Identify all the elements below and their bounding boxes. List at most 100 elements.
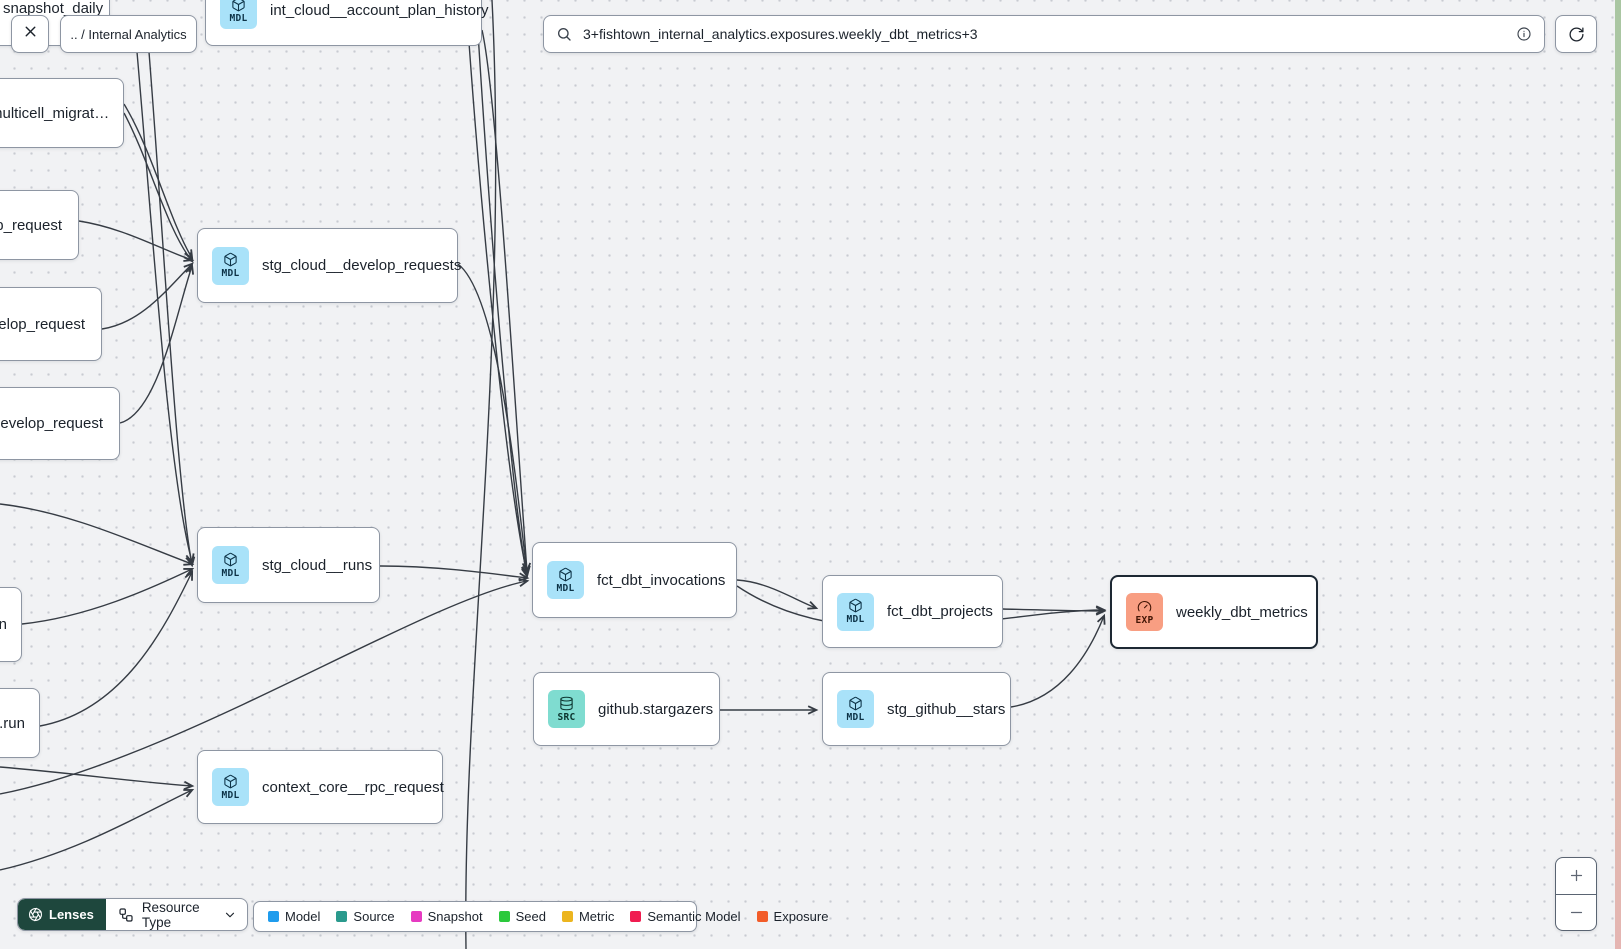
lineage-edge: [101, 262, 194, 330]
lineage-edge: [21, 567, 195, 625]
lineage-edge: [136, 51, 195, 565]
legend-swatch: [268, 911, 279, 922]
legend-item-snapshot: Snapshot: [410, 909, 483, 924]
legend-label: Source: [353, 909, 395, 924]
legend-item-seed: Seed: [498, 909, 546, 924]
node-label: fct_dbt_invocations: [597, 571, 726, 589]
source-database-icon: [559, 696, 574, 711]
node-label: github.stargazers: [598, 700, 714, 718]
node-label: .develop_request: [0, 415, 103, 432]
node-type-label: MDL: [846, 614, 865, 626]
lineage-edge: [481, 29, 532, 574]
node-label: p_request: [0, 216, 62, 234]
node-velop_request[interactable]: velop_request: [0, 287, 102, 361]
lineage-edge: [0, 766, 195, 791]
legend-item-source: Source: [336, 909, 395, 924]
zoom-in-button[interactable]: [1556, 858, 1596, 894]
lineage-edge: [379, 565, 530, 582]
node-n_node[interactable]: n: [0, 587, 22, 662]
model-cube-icon: [558, 567, 573, 582]
lineage-edge: [1010, 613, 1106, 708]
lineage-edge: [736, 579, 819, 610]
lineage-edge: [119, 263, 195, 424]
legend-label: Exposure: [773, 909, 829, 924]
legend-swatch: [756, 911, 768, 922]
node-type-badge: MDL: [212, 546, 249, 584]
node-type-label: MDL: [221, 268, 240, 280]
node-context_core__rpc_request[interactable]: MDL context_core__rpc_request: [197, 750, 444, 824]
legend-swatch: [336, 911, 348, 922]
legend-swatch: [561, 911, 573, 922]
legend-item-exposure: Exposure: [756, 909, 829, 924]
lineage-edge: [475, 0, 531, 579]
node-p_request[interactable]: p_request: [0, 190, 79, 260]
legend-label: Metric: [578, 909, 615, 924]
node-label: stg_cloud__develop_requests: [262, 257, 462, 274]
lineage-edge: [1002, 606, 1107, 616]
lineage-edge: [78, 220, 195, 262]
node-type-badge: MDL: [212, 768, 249, 806]
breadcrumb-label: .. / Internal Analytics: [70, 26, 187, 42]
info-icon[interactable]: [1516, 26, 1532, 42]
breadcrumb[interactable]: .. / Internal Analytics: [60, 15, 197, 53]
lenses-button[interactable]: Lenses: [18, 899, 106, 930]
model-cube-icon: [223, 552, 238, 567]
legend-label: Snapshot: [427, 909, 483, 924]
legend-item-model: Model: [268, 909, 320, 924]
node-stg_cloud__develop_requests[interactable]: MDL stg_cloud__develop_requests: [197, 228, 462, 303]
exposure-gauge-icon: [1137, 599, 1152, 614]
node-label: stg_cloud__runs: [262, 556, 373, 574]
resource-type-dropdown[interactable]: Resource Type: [106, 899, 247, 930]
node-stg_github__stars[interactable]: MDL stg_github__stars: [822, 672, 1011, 746]
refresh-button[interactable]: [1555, 15, 1597, 53]
node-develop_request[interactable]: .develop_request: [0, 387, 120, 460]
node-type-badge: MDL: [547, 561, 584, 599]
close-button[interactable]: [11, 15, 49, 53]
node-fct_dbt_invocations[interactable]: MDL fct_dbt_invocations: [532, 542, 737, 618]
refresh-icon: [1568, 26, 1585, 43]
node-multicell_migrat[interactable]: multicell_migrat…: [0, 78, 124, 148]
node-type-badge: SRC: [548, 690, 585, 728]
node-fct_dbt_projects[interactable]: MDL fct_dbt_projects: [822, 575, 1003, 648]
model-cube-icon: [848, 598, 863, 613]
close-icon: [22, 23, 39, 45]
lineage-edge: [457, 263, 531, 577]
legend-swatch: [630, 911, 642, 922]
node-type-label: MDL: [846, 711, 865, 723]
search-input[interactable]: [581, 25, 1507, 43]
resource-type-label: Resource Type: [141, 899, 200, 930]
node-stg_cloud__runs[interactable]: MDL stg_cloud__runs: [197, 527, 380, 603]
lineage-edge: [465, 0, 497, 949]
node-label: velop_request: [0, 315, 85, 333]
node-type-label: MDL: [556, 582, 575, 594]
chevron-down-icon: [223, 908, 237, 922]
node-label: context_core__rpc_request: [262, 778, 444, 796]
node-type-label: MDL: [221, 789, 240, 801]
node-type-badge: MDL: [837, 592, 874, 631]
node-github_stargazers[interactable]: SRC github.stargazers: [533, 672, 720, 746]
node-type-label: EXP: [1135, 614, 1154, 626]
legend-label: Model: [285, 909, 321, 924]
node-label: fct_dbt_projects: [887, 603, 993, 620]
lineage-edge: [0, 503, 195, 566]
model-cube-icon: [223, 774, 238, 789]
node-type-badge: MDL: [837, 690, 874, 728]
node-run_node[interactable]: .run: [0, 688, 40, 758]
search-bar: [543, 15, 1545, 53]
zoom-out-icon: [1568, 904, 1585, 921]
node-type-badge: MDL: [212, 246, 249, 285]
lenses-toolbar: Lenses Resource Type: [17, 898, 248, 931]
resource-type-legend: Model Source Snapshot Seed Metric Semantic Mo…: [253, 901, 828, 932]
node-type-badge: EXP: [1126, 593, 1163, 631]
workflow-icon: [118, 907, 134, 923]
node-label: .run: [0, 714, 25, 732]
zoom-out-button[interactable]: [1556, 893, 1596, 931]
legend-label: Semantic Model: [647, 909, 741, 924]
lenses-label: Lenses: [49, 907, 94, 922]
node-label: stg_github__stars: [887, 700, 1006, 718]
zoom-controls: [1555, 857, 1597, 931]
